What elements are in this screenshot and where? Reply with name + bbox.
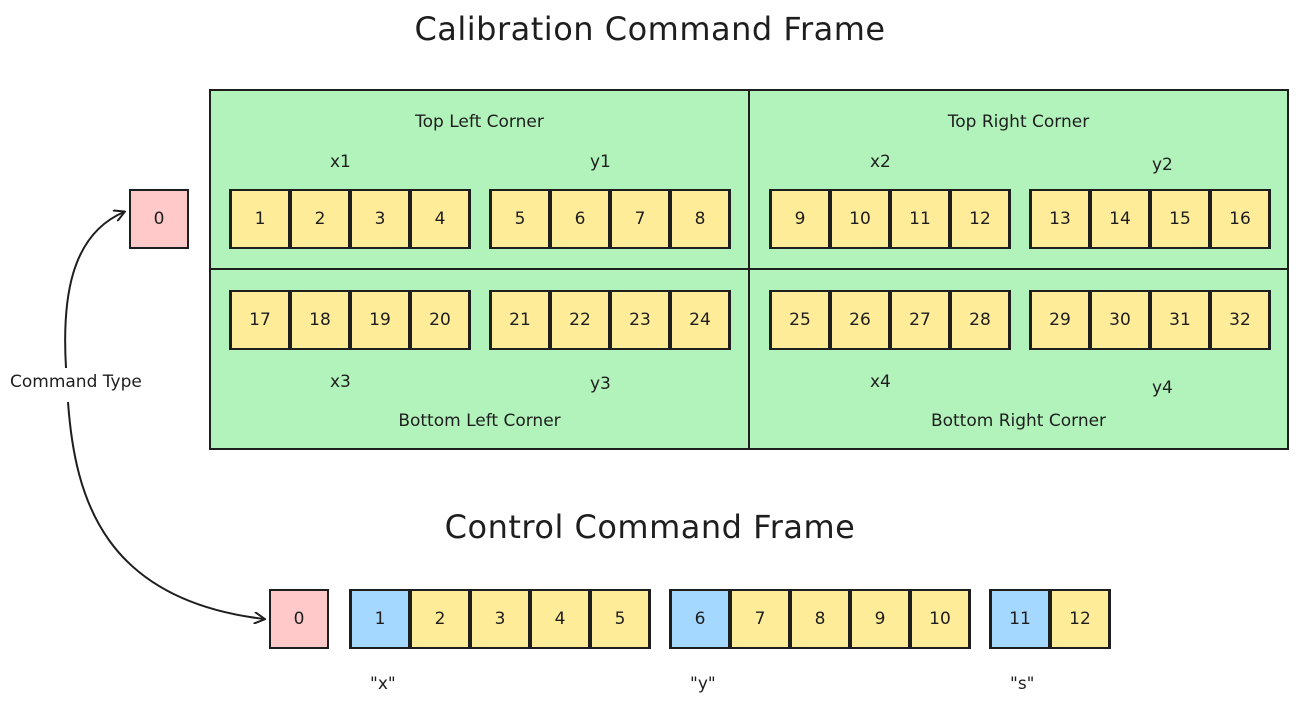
byte-cell: 6 [550, 189, 610, 249]
byte-cell: 32 [1210, 290, 1270, 350]
byte-cell: 5 [590, 589, 650, 649]
byte-cell: 20 [410, 290, 470, 350]
s-field-label: "s" [1010, 674, 1035, 694]
byte-cell: 22 [550, 290, 610, 350]
byte-cell: 28 [950, 290, 1010, 350]
byte-cell: 31 [1150, 290, 1210, 350]
calibration-frame-title: Calibration Command Frame [414, 10, 886, 48]
byte-cell: 30 [1090, 290, 1150, 350]
byte-cell: 19 [350, 290, 410, 350]
byte-cell: 8 [790, 589, 850, 649]
byte-cell: 11 [890, 189, 950, 249]
x3-label: x3 [330, 372, 351, 392]
x4-label: x4 [870, 372, 891, 392]
x2-label: x2 [870, 152, 891, 172]
top-right-corner-label: Top Right Corner [947, 112, 1090, 132]
bottom-right-corner-label: Bottom Right Corner [930, 411, 1107, 431]
byte-cell: 25 [770, 290, 830, 350]
byte-cell: 13 [1030, 189, 1090, 249]
bottom-left-corner-label: Bottom Left Corner [398, 411, 561, 431]
byte-cell: 10 [830, 189, 890, 249]
byte-cell: 5 [490, 189, 550, 249]
byte-cell: 16 [1210, 189, 1270, 249]
y1-label: y1 [590, 152, 611, 172]
byte-cell: 2 [410, 589, 470, 649]
byte-cell: 3 [350, 189, 410, 249]
byte-cell: 26 [830, 290, 890, 350]
byte-cell: 1 [230, 189, 290, 249]
byte-cell: 7 [730, 589, 790, 649]
byte-cell: 7 [610, 189, 670, 249]
byte-cell: 10 [910, 589, 970, 649]
byte-cell: 15 [1150, 189, 1210, 249]
y3-label: y3 [590, 374, 611, 394]
byte-cell: 21 [490, 290, 550, 350]
byte-cell: 24 [670, 290, 730, 350]
x1-label: x1 [330, 152, 351, 172]
y2-label: y2 [1152, 155, 1173, 175]
byte-cell: 12 [950, 189, 1010, 249]
control-frame-title: Control Command Frame [444, 508, 856, 546]
y4-label: y4 [1152, 378, 1173, 398]
byte-cell: 9 [850, 589, 910, 649]
byte-cell: 12 [1050, 589, 1110, 649]
byte-cell: 17 [230, 290, 290, 350]
byte-cell: 4 [530, 589, 590, 649]
byte-cell: 11 [990, 589, 1050, 649]
top-left-corner-label: Top Left Corner [415, 112, 544, 132]
byte-cell: 14 [1090, 189, 1150, 249]
byte-cell: 2 [290, 189, 350, 249]
command-type-label: Command Type [10, 372, 142, 392]
byte-cell: 1 [350, 589, 410, 649]
byte-cell: 4 [410, 189, 470, 249]
y-field-label: "y" [690, 674, 716, 694]
byte-cell: 9 [770, 189, 830, 249]
byte-cell: 8 [670, 189, 730, 249]
arrow-to-calibration-type [64, 212, 124, 369]
x-field-label: "x" [370, 674, 396, 694]
byte-cell: 29 [1030, 290, 1090, 350]
byte-cell: 6 [670, 589, 730, 649]
calibration-command-type-cell: 0 [129, 189, 189, 249]
byte-cell: 27 [890, 290, 950, 350]
control-command-type-cell: 0 [269, 589, 329, 649]
byte-cell: 23 [610, 290, 670, 350]
byte-cell: 18 [290, 290, 350, 350]
byte-cell: 3 [470, 589, 530, 649]
